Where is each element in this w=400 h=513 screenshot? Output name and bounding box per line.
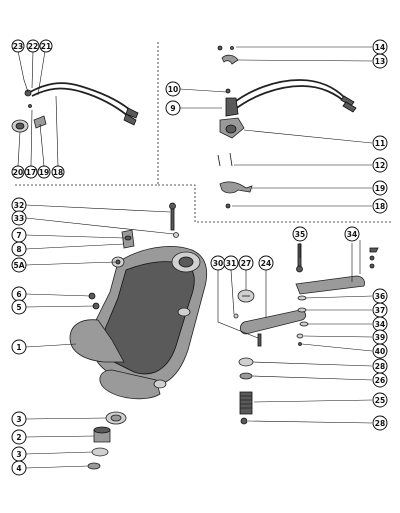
- wire-harness-left: [11, 82, 139, 133]
- callout-c5A: 5A: [11, 257, 27, 273]
- callout-label: 37: [375, 306, 385, 315]
- bracket-fasteners: [88, 202, 179, 310]
- callout-c13: 13: [372, 53, 388, 69]
- callout-c19a: 19: [37, 165, 51, 179]
- callout-label: 19: [39, 168, 49, 177]
- callout-label: 28: [375, 419, 385, 428]
- callout-c18b: 18: [372, 198, 388, 214]
- callout-c2: 2: [11, 429, 27, 445]
- callout-c5: 5: [11, 299, 27, 315]
- callout-label: 35: [295, 230, 305, 239]
- callout-label: 21: [41, 42, 51, 51]
- lower-bushings: [238, 357, 254, 425]
- callout-label: 33: [14, 214, 24, 223]
- callout-c3b: 3: [11, 446, 27, 462]
- callout-c25: 25: [372, 392, 388, 408]
- callout-c1: 1: [11, 339, 27, 355]
- callout-c11: 11: [372, 135, 388, 151]
- callout-c22: 22: [26, 39, 40, 53]
- tilt-lever-assembly: [233, 240, 379, 347]
- callout-label: 36: [375, 292, 385, 301]
- callout-label: 4: [16, 464, 21, 473]
- callout-c26: 26: [372, 372, 388, 388]
- callout-label: 1: [16, 343, 21, 352]
- callout-label: 8: [16, 245, 21, 254]
- callout-label: 3: [16, 450, 21, 459]
- callout-label: 34: [347, 230, 357, 239]
- callout-label: 10: [168, 85, 178, 94]
- callout-c8: 8: [11, 241, 27, 257]
- callout-label: 17: [26, 168, 36, 177]
- callout-label: 3: [16, 415, 21, 424]
- callout-label: 27: [241, 259, 251, 268]
- callout-label: 20: [13, 168, 23, 177]
- callout-label: 24: [261, 259, 271, 268]
- callout-label: 18: [53, 168, 63, 177]
- swivel-bracket: [69, 246, 208, 400]
- callout-label: 34: [375, 320, 385, 329]
- callout-c28b: 28: [372, 415, 388, 431]
- callout-label: 5A: [13, 261, 24, 270]
- leader-lines: [17, 46, 373, 469]
- callout-c7: 7: [11, 227, 27, 243]
- callout-c3a: 3: [11, 411, 27, 427]
- callout-label: 32: [14, 201, 24, 210]
- callout-c20: 20: [11, 165, 25, 179]
- callout-c24: 24: [258, 255, 274, 271]
- callout-label: 28: [375, 362, 385, 371]
- callout-c27: 27: [238, 255, 254, 271]
- callout-c39: 39: [372, 329, 388, 345]
- callout-label: 6: [16, 290, 21, 299]
- callout-c30: 30: [210, 255, 226, 271]
- callout-label: 9: [170, 104, 175, 113]
- callout-c12: 12: [372, 157, 388, 173]
- callout-label: 14: [375, 43, 385, 52]
- callout-c17: 17: [24, 165, 38, 179]
- callout-label: 26: [375, 376, 385, 385]
- section-dividers: [14, 42, 393, 223]
- callout-c19b: 19: [372, 180, 388, 196]
- callout-label: 23: [13, 42, 23, 51]
- callout-c9: 9: [165, 100, 181, 116]
- callout-c40: 40: [372, 343, 388, 359]
- callout-label: 13: [375, 57, 385, 66]
- callout-c14: 14: [372, 39, 388, 55]
- callout-label: 7: [16, 231, 21, 240]
- callout-c34b: 34: [372, 316, 388, 332]
- callout-label: 25: [375, 396, 385, 405]
- callout-label: 30: [213, 259, 223, 268]
- callout-c4: 4: [11, 460, 27, 476]
- callout-c32: 32: [11, 197, 27, 213]
- callout-c35: 35: [292, 226, 308, 242]
- callout-label: 5: [16, 303, 21, 312]
- callout-c37: 37: [372, 302, 388, 318]
- callout-c34a: 34: [344, 226, 360, 242]
- callout-c31: 31: [223, 255, 239, 271]
- callout-label: 31: [226, 259, 236, 268]
- callout-c18a: 18: [51, 165, 65, 179]
- callout-label: 11: [375, 139, 385, 148]
- callout-label: 12: [375, 161, 385, 170]
- wire-harness-right: [217, 45, 357, 209]
- callout-c36: 36: [372, 288, 388, 304]
- callout-c10: 10: [165, 81, 181, 97]
- bottom-left-bushings: [87, 411, 127, 470]
- callout-c21: 21: [39, 39, 53, 53]
- callout-label: 39: [375, 333, 385, 342]
- callout-c28a: 28: [372, 358, 388, 374]
- callout-c33: 33: [11, 210, 27, 226]
- callout-label: 19: [375, 184, 385, 193]
- callout-label: 22: [28, 42, 38, 51]
- callout-c23: 23: [11, 39, 25, 53]
- callout-label: 2: [16, 433, 21, 442]
- callout-label: 40: [375, 347, 385, 356]
- callout-c6: 6: [11, 286, 27, 302]
- callout-label: 18: [375, 202, 385, 211]
